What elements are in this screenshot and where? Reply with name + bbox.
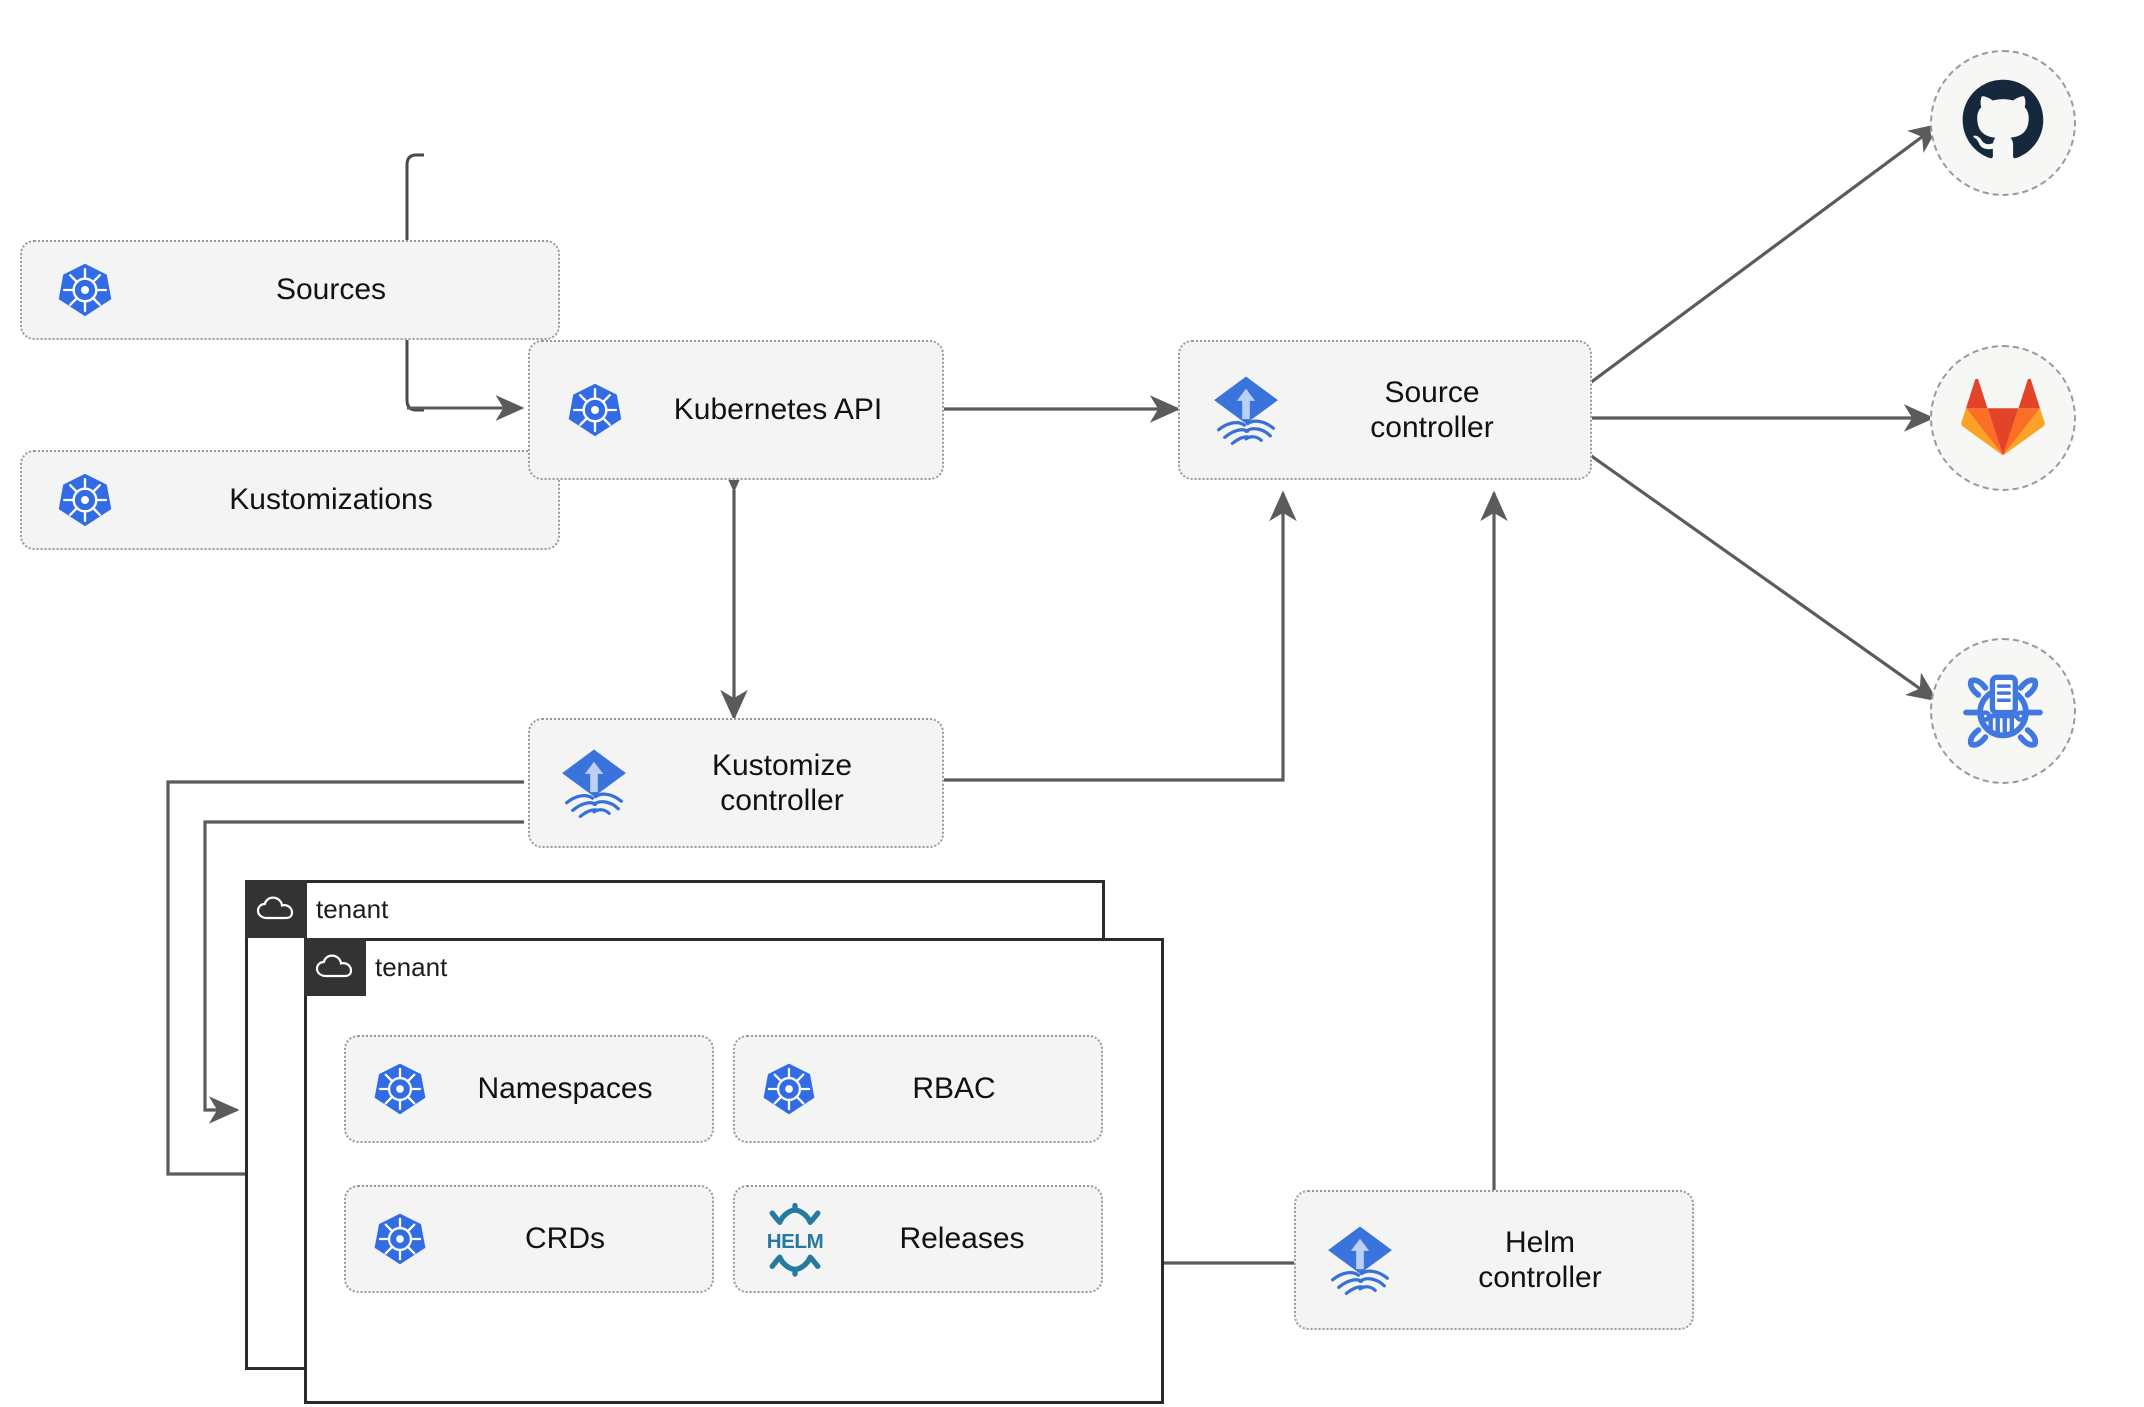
- node-kustomize-controller[interactable]: Kustomize controller: [528, 718, 944, 848]
- node-namespaces[interactable]: Namespaces: [344, 1035, 714, 1143]
- node-label: Namespaces: [477, 1072, 653, 1106]
- provider-github[interactable]: [1930, 50, 2076, 196]
- node-label: Source controller: [1370, 375, 1494, 444]
- node-releases[interactable]: HELM Releases: [733, 1185, 1103, 1293]
- node-source-controller[interactable]: Source controller: [1178, 340, 1592, 480]
- tenant-panel-front[interactable]: tenant: [304, 938, 1164, 1404]
- flux-icon: [1322, 1222, 1398, 1298]
- kubernetes-icon: [56, 261, 114, 319]
- node-label: Helm controller: [1478, 1225, 1602, 1294]
- node-label: Kustomizations: [229, 483, 433, 517]
- node-label: Releases: [899, 1222, 1025, 1256]
- node-rbac[interactable]: RBAC: [733, 1035, 1103, 1143]
- kubernetes-icon: [761, 1061, 817, 1117]
- kubernetes-icon: [56, 471, 114, 529]
- flux-icon: [556, 745, 632, 821]
- tenant-label: tenant: [316, 893, 389, 924]
- node-kubernetes-api[interactable]: Kubernetes API: [528, 340, 944, 480]
- helm-repository-icon: [1959, 665, 2047, 758]
- kubernetes-icon: [566, 381, 624, 439]
- provider-gitlab[interactable]: [1930, 345, 2076, 491]
- svg-text:HELM: HELM: [767, 1230, 824, 1253]
- cloud-icon: [245, 880, 307, 938]
- node-label: CRDs: [525, 1222, 605, 1256]
- provider-chart-repository[interactable]: [1930, 638, 2076, 784]
- node-kustomizations[interactable]: Kustomizations: [20, 450, 560, 550]
- kubernetes-icon: [372, 1211, 428, 1267]
- tenant-label: tenant: [375, 951, 448, 982]
- node-label: Kubernetes API: [673, 393, 883, 427]
- helm-icon: HELM: [757, 1202, 833, 1277]
- github-icon: [1960, 78, 2046, 169]
- kubernetes-icon: [372, 1061, 428, 1117]
- node-label: RBAC: [912, 1072, 996, 1106]
- cloud-icon: [304, 938, 366, 996]
- flux-icon: [1208, 372, 1284, 448]
- node-label: Kustomize controller: [711, 748, 853, 817]
- gitlab-icon: [1960, 374, 2046, 463]
- node-crds[interactable]: CRDs: [344, 1185, 714, 1293]
- node-sources[interactable]: Sources: [20, 240, 560, 340]
- node-label: Sources: [275, 273, 387, 307]
- node-helm-controller[interactable]: Helm controller: [1294, 1190, 1694, 1330]
